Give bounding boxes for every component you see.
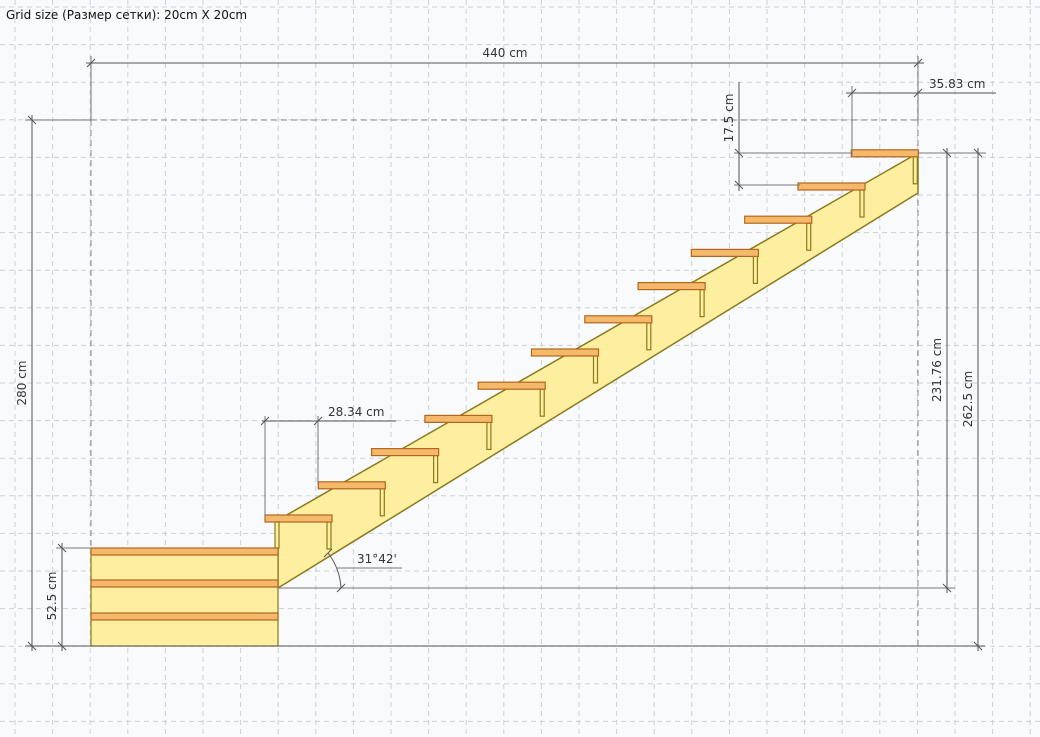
dimension-top-offset: 35.83 cm — [846, 77, 996, 156]
stair-tread — [744, 215, 813, 224]
stair-steps — [264, 149, 919, 550]
dimension-stair-height: 231.76 cm — [278, 148, 955, 593]
stair-tread — [424, 414, 493, 423]
landing-layer — [90, 585, 279, 615]
reference-guides — [90, 119, 919, 646]
dimension-overall-height: 262.5 cm — [955, 148, 986, 651]
stair-tread — [317, 481, 386, 490]
dimension-label: 52.5 cm — [45, 572, 59, 621]
stair-riser — [592, 355, 599, 384]
dimension-label: 231.76 cm — [930, 338, 944, 402]
dimension-label: 35.83 cm — [929, 77, 985, 91]
stair-riser — [646, 322, 652, 351]
stair-tread — [797, 182, 866, 191]
stair-riser — [806, 222, 812, 251]
stair-riser — [379, 488, 385, 517]
stair-riser — [752, 255, 759, 284]
landing-layer — [90, 617, 279, 647]
stair-riser — [912, 156, 918, 185]
dimension-landing-height: 52.5 cm — [45, 543, 91, 651]
stair-tread — [850, 149, 919, 158]
dimension-total-height: 280 cm — [15, 115, 91, 651]
stair-riser — [326, 521, 332, 550]
stair-tread — [371, 448, 440, 457]
stair-tread — [584, 315, 653, 324]
stair-tread — [637, 282, 706, 291]
stair-tread — [477, 381, 546, 390]
dimension-label: 31°42' — [357, 552, 397, 566]
stair-riser — [859, 189, 865, 218]
dimension-angle: 31°42' — [323, 548, 402, 593]
dimension-label: 280 cm — [15, 360, 29, 405]
landing-tread — [90, 547, 279, 556]
dimension-label: 262.5 cm — [961, 371, 975, 427]
stair-riser — [486, 421, 492, 450]
dimension-label: 440 cm — [482, 46, 527, 60]
dimension-label: 17.5 cm — [722, 94, 736, 143]
grid-size-label: Grid size (Размер сетки): 20cm X 20cm — [6, 8, 247, 22]
stair-riser — [274, 521, 280, 549]
stair-riser — [433, 455, 439, 484]
landing-tread — [90, 579, 279, 588]
stair-tread — [530, 348, 600, 357]
stair-tread — [264, 514, 333, 523]
landing-layer — [90, 551, 279, 583]
landing-block — [90, 547, 279, 647]
dimension-total-length: 440 cm — [86, 46, 924, 120]
dimension-step-run: 28.34 cm — [260, 405, 396, 518]
stair-riser — [539, 388, 545, 417]
dimension-label: 28.34 cm — [328, 405, 384, 419]
landing-tread — [90, 612, 279, 621]
stair-riser — [699, 289, 705, 318]
stair-tread — [690, 248, 760, 257]
dimension-step-rise: 17.5 cm — [722, 82, 852, 191]
